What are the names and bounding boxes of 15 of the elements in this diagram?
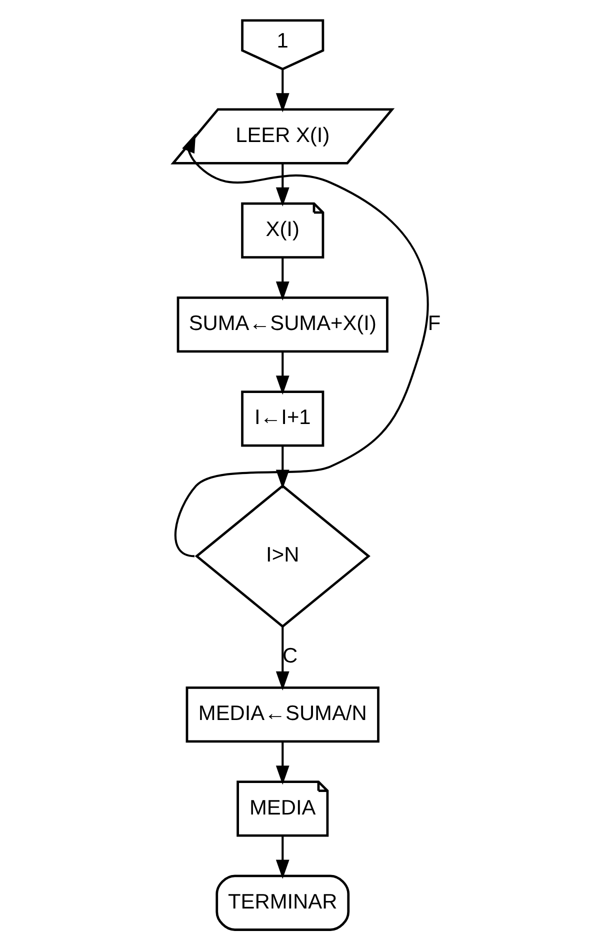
node-box: SUMA←SUMA+X(I) bbox=[176, 296, 388, 353]
node-box: MEDIA←SUMA/N bbox=[185, 686, 379, 743]
arrow bbox=[275, 742, 289, 785]
node-box: TERMINAR bbox=[215, 874, 350, 931]
node-box: I←I+1 bbox=[240, 390, 324, 447]
edge-label: C bbox=[282, 644, 298, 668]
node-diamond: I>N bbox=[194, 484, 370, 628]
arrow bbox=[275, 836, 289, 879]
arrow bbox=[275, 70, 289, 112]
edge-label: F bbox=[427, 312, 440, 336]
arrow bbox=[275, 626, 289, 691]
arrow bbox=[174, 133, 428, 558]
arrow bbox=[275, 258, 289, 301]
arrow bbox=[275, 352, 289, 395]
arrow bbox=[275, 164, 289, 206]
